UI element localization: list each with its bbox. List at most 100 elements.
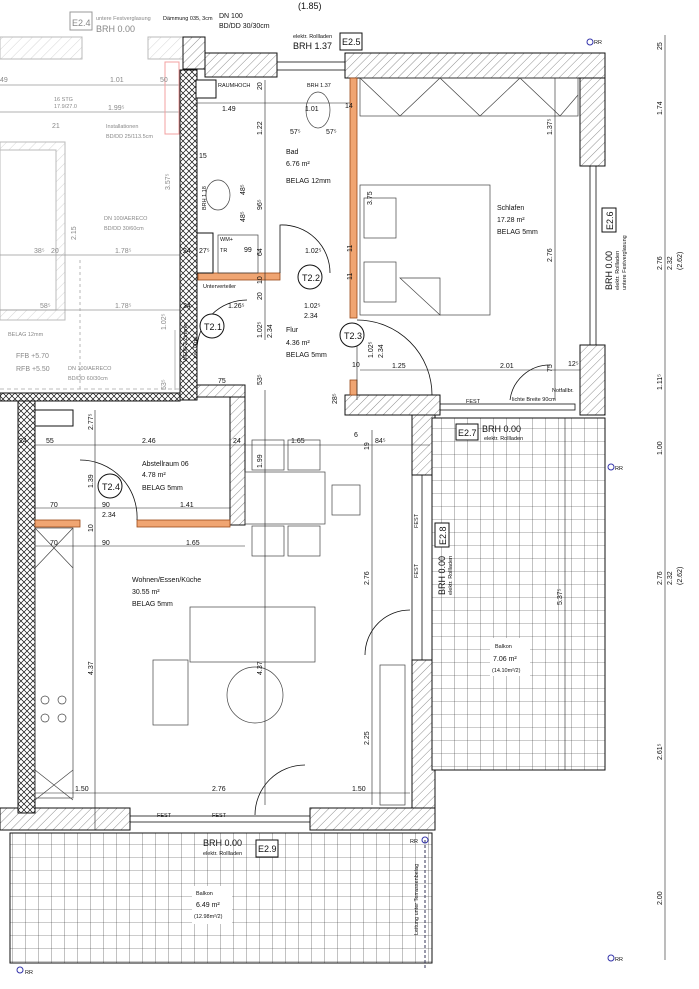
plan-label: RR	[594, 40, 602, 46]
plan-label: 2.34	[102, 512, 116, 519]
plan-label: FEST	[157, 813, 172, 819]
plan-label: 3.57⁵	[165, 173, 172, 190]
plan-label: 48⁵	[240, 211, 247, 222]
plan-label: 25	[657, 42, 664, 50]
plan-label: 1.74	[657, 101, 664, 115]
plan-label: RR	[615, 957, 623, 963]
plan-label: 16 STG	[54, 97, 73, 103]
plan-label: 6.49 m²	[196, 902, 220, 909]
plan-label: 6	[354, 432, 358, 439]
element-E2.4: E2.4 untere Festverglasung BRH 0.00	[69, 11, 151, 34]
plan-label: 2.34	[304, 313, 318, 320]
element-E2.5: elektr. Rollladen BRH 1.37 E2.5	[293, 32, 363, 51]
plan-label: (14.10m²/2)	[492, 668, 521, 674]
element-E2.7: E2.7 BRH 0.00 elektr. Rollladen	[455, 423, 523, 442]
plan-label: elektr. Rollladen	[484, 436, 523, 442]
plan-label: BRH 0.00	[437, 556, 447, 595]
plan-label: 1.78⁵	[115, 248, 132, 255]
plan-label: 2.32	[667, 256, 674, 270]
plan-label: 6.76 m²	[286, 161, 310, 168]
dimension-lines	[35, 35, 666, 960]
plan-label: 1.65	[291, 438, 305, 445]
plan-label: 20	[257, 82, 264, 90]
room-label-balkon-east: Balkon 7.06 m² (14.10m²/2)	[490, 638, 530, 676]
element-E2.8: BRH 0.00 elektr. Rollladen E2.8	[434, 522, 454, 595]
plan-label: 1.02⁵	[368, 341, 375, 358]
plan-label: 38⁵	[34, 248, 45, 255]
plan-label: 2.76	[212, 786, 226, 793]
plan-label: FFB +5.70	[16, 353, 49, 360]
plan-label: Balkon	[495, 644, 512, 650]
plan-label: BELAG 12mm	[286, 178, 331, 185]
plan-label: T2.3	[344, 331, 362, 341]
plan-label: Leitung unter Terrassenbelag	[414, 864, 420, 935]
room-label-bad: Bad 6.76 m² BELAG 12mm	[286, 149, 331, 185]
plan-label: 1.00	[657, 441, 664, 455]
plan-label: TR	[220, 248, 227, 254]
plan-label: 17.9/27.0	[54, 104, 77, 110]
plan-label: (2.62)	[677, 252, 684, 270]
plan-label: 53⁵	[161, 379, 168, 390]
room-label-schlafen: Schlafen 17.28 m² BELAG 5mm	[497, 205, 538, 236]
plan-label: BELAG 12mm	[8, 332, 44, 338]
plan-label: 10	[257, 276, 264, 284]
plan-label: BELAG 5mm	[132, 601, 173, 608]
plan-label: 4.36 m²	[286, 340, 310, 347]
plan-label: 2.25	[364, 731, 371, 745]
plan-label: 1.02⁵	[161, 313, 168, 330]
plan-label: 1.99⁵	[108, 105, 125, 112]
plan-label: 19	[364, 442, 371, 450]
plan-label: BELAG 5mm	[497, 229, 538, 236]
plan-label: Abstellraum 06	[142, 461, 189, 468]
plan-label: 75	[218, 378, 226, 385]
plan-label: 1.50	[352, 786, 366, 793]
plan-label: 2.01	[500, 363, 514, 370]
plan-label: RFB +5.50	[16, 366, 50, 373]
plan-label: 1.02⁵	[257, 321, 264, 338]
plan-label: 64	[257, 248, 264, 256]
plan-label: 70	[50, 540, 58, 547]
plan-label: 30.55 m²	[132, 589, 160, 596]
element-E2.6: BRH 0.00 elektr. Rollladen untere Festve…	[601, 207, 628, 290]
plan-label: 1.02⁵	[304, 303, 321, 310]
plan-label: E2.9	[258, 844, 277, 854]
plan-label: 21	[52, 123, 60, 130]
room-label-wohnen: Wohnen/Essen/Küche 30.55 m² BELAG 5mm	[132, 577, 201, 608]
plan-label: BELAG 5mm	[286, 352, 327, 359]
plan-label: 96⁵	[257, 199, 264, 210]
dimension-labels: 49 1.01 50 1.99⁵ 21 1.49 1.01 57⁵ 57⁵ 14…	[0, 42, 684, 905]
plan-label: 58⁵	[40, 303, 51, 310]
plan-label: elektr. Rollladen	[615, 251, 621, 290]
plan-label: 4.78 m²	[142, 472, 166, 479]
plan-label: RR	[615, 466, 623, 472]
plan-label: 1.26⁵	[228, 303, 245, 310]
plan-label: 1.01	[110, 77, 124, 84]
plan-label: Balkon	[196, 891, 213, 897]
plan-label: DN 100/AERECO	[68, 366, 112, 372]
plan-label: Unterverteiler	[203, 284, 236, 290]
plan-label: 70	[50, 502, 58, 509]
plan-label: Notfallbr.	[552, 388, 574, 394]
plan-label: 2.15	[71, 226, 78, 240]
plan-label: 1.50	[75, 786, 89, 793]
plan-label: 1.02⁵	[305, 248, 322, 255]
plan-label: 2.61⁵	[657, 743, 664, 760]
plan-label: DN 100	[219, 13, 243, 20]
plan-label: FEST	[414, 563, 420, 578]
plan-label: 4.37	[88, 661, 95, 675]
plan-label: 20	[257, 292, 264, 300]
plan-label: 10	[352, 362, 360, 369]
plan-label: 1.22	[257, 121, 264, 135]
plan-label: untere Festverglasung	[96, 16, 151, 22]
plan-label: 4.37	[257, 661, 264, 675]
plan-label: RR	[410, 839, 418, 845]
plan-label: 15	[199, 153, 207, 160]
plan-label: 1.41	[180, 502, 194, 509]
plan-label: 2.34	[267, 324, 274, 338]
plan-label: 2.34	[378, 344, 385, 358]
plan-label: 53⁵	[257, 374, 264, 385]
plan-label: FEST	[414, 513, 420, 528]
plan-label: BD/DD 25/113.5cm	[106, 134, 153, 140]
plan-notes: Dämmung 035, 3cm DN 100 BD/DD 30/30cm RA…	[8, 13, 623, 976]
